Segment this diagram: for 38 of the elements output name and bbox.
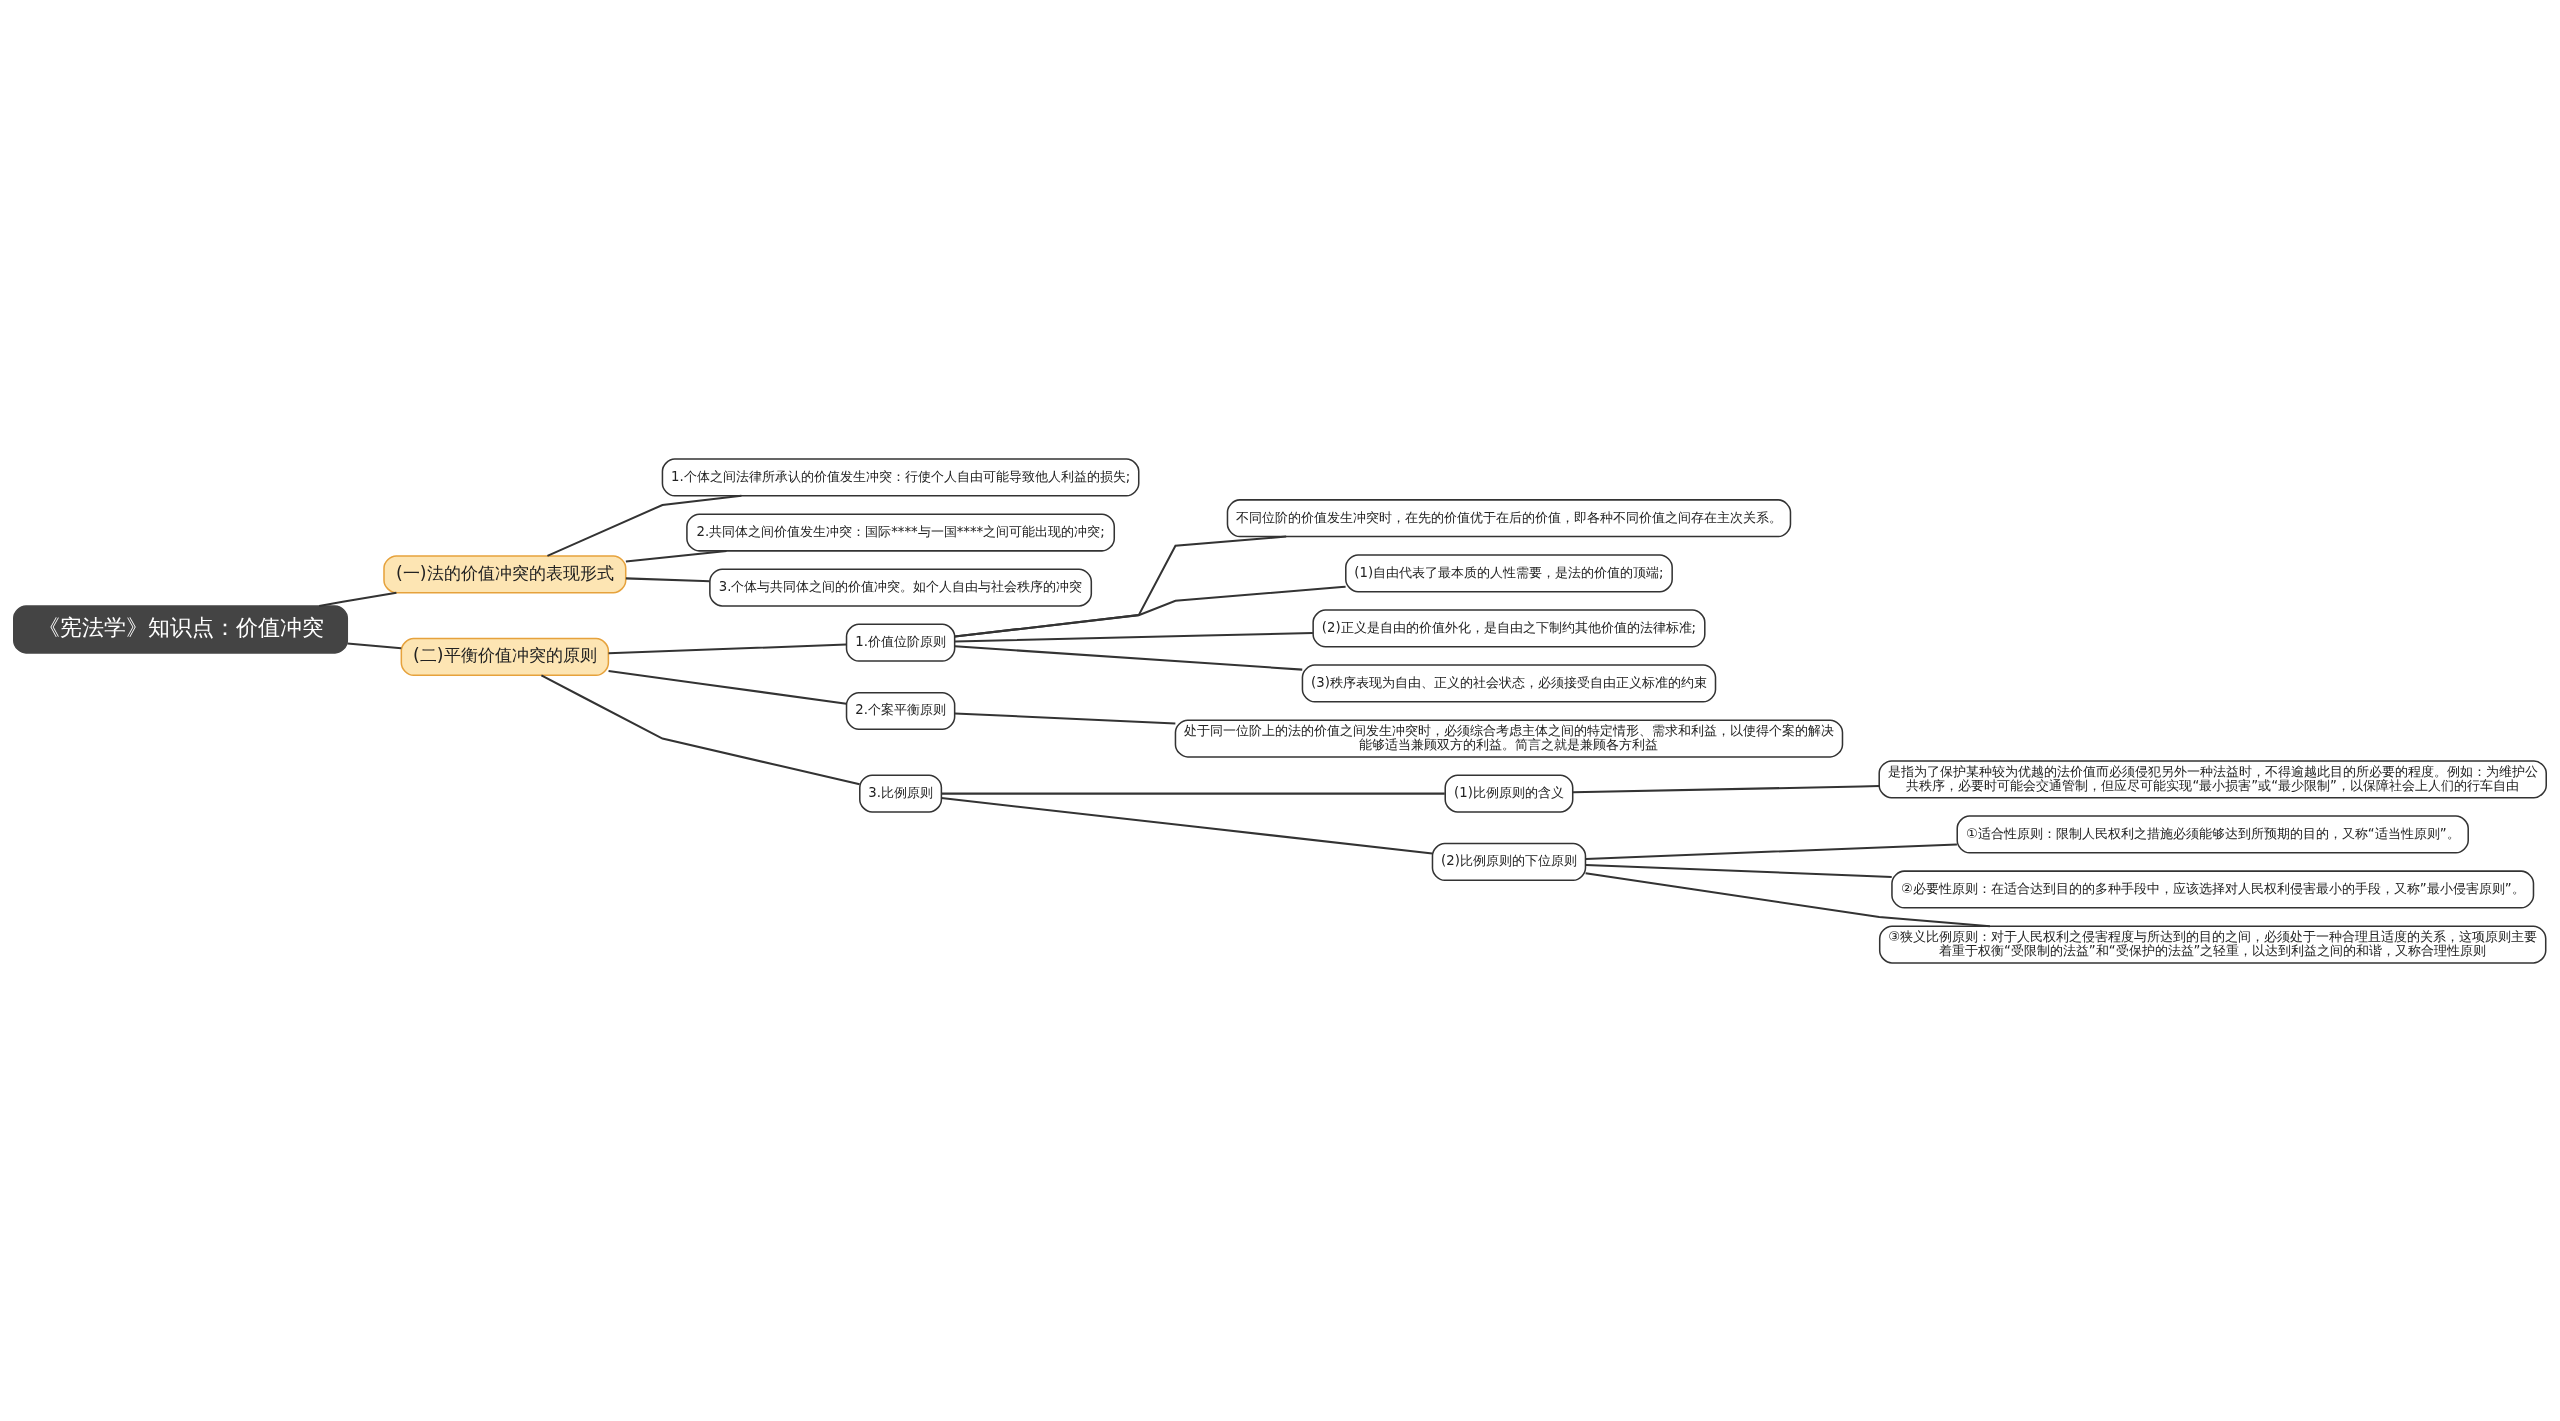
connector <box>1585 871 1990 927</box>
node-box: 3.比例原则 <box>859 774 943 813</box>
connector <box>1585 842 1957 860</box>
node-box: 《宪法学》知识点：价值冲突 <box>13 604 349 654</box>
node-box: 3.个体与共同体之间的价值冲突。如个人自由与社会秩序的冲突 <box>709 567 1093 607</box>
node-box: 处于同一位阶上的法的价值之间发生冲突时，必须综合考虑主体之间的特定情形、需求和利益，以使得个案的解决能够适当兼顾双方的利益。简言之就是兼顾各方利益 <box>1174 718 1844 758</box>
node-box: ②必要性原则：在适合达到目的的多种手段中，应该选择对人民权利侵害最小的手段，又称”最小侵害原则”。 <box>1891 869 2535 909</box>
connector <box>954 644 1303 671</box>
node-box: (1)自由代表了最本质的人性需要，是法的价值的顶端; <box>1345 553 1673 592</box>
connector <box>608 669 847 705</box>
connector <box>347 642 402 649</box>
node-box: (一)法的价值冲突的表现形式 <box>383 554 627 593</box>
connector <box>625 549 727 563</box>
node-box: ③狭义比例原则：对于人民权利之侵害程度与所达到的目的之间，必须处于一种合理且适度的关系，这项原则主要着重于权衡“受限制的法益”和“受保护的法益”之轻重，以达到利益之间的和谐，又称合理性原则 <box>1878 924 2547 964</box>
connector <box>954 711 1176 724</box>
node-box: (2)正义是自由的价值外化，是自由之下制约其他价值的法律标准; <box>1312 608 1706 647</box>
connector <box>1585 863 1892 878</box>
node-box: 不同位阶的价值发生冲突时，在先的价值优于在后的价值，即各种不同价值之间存在主次关系。 <box>1226 498 1792 537</box>
node-box: (3)秩序表现为自由、正义的社会状态，必须接受自由正义标准的约束 <box>1301 663 1717 703</box>
connector <box>319 591 397 607</box>
connector <box>540 674 860 785</box>
node-box: 2.共同体之间价值发生冲突：国际****与一国****之间可能出现的冲突; <box>686 512 1116 552</box>
node-box: (1)比例原则的含义 <box>1444 774 1574 813</box>
node-box: 1.价值位阶原则 <box>845 623 956 662</box>
connector <box>1572 784 1880 793</box>
node-box: (2)比例原则的下位原则 <box>1431 842 1587 881</box>
node-box: (二)平衡价值冲突的原则 <box>400 637 610 676</box>
connector <box>625 576 710 582</box>
node-box: 是指为了保护某种较为优越的法价值而必须侵犯另外一种法益时，不得逾越此目的所必要的程度。例如：为维护公共秩序，必要时可能会交通管制，但应尽可能实现“最小损害”或“最少限制”，以保障社会上人们的行车自由 <box>1878 759 2547 798</box>
node-box: ①适合性原则：限制人民权利之措施必须能够达到所预期的目的，又称“适当性原则”。 <box>1956 814 2469 854</box>
connector <box>608 643 847 654</box>
connector <box>941 792 1445 795</box>
connector <box>941 796 1433 854</box>
node-box: 1.个体之间法律所承认的价值发生冲突：行使个人自由可能导致他人利益的损失; <box>661 457 1140 497</box>
connector <box>954 585 1346 637</box>
connector <box>547 494 742 557</box>
node-box: 2.个案平衡原则 <box>845 691 956 730</box>
connector <box>954 631 1313 642</box>
